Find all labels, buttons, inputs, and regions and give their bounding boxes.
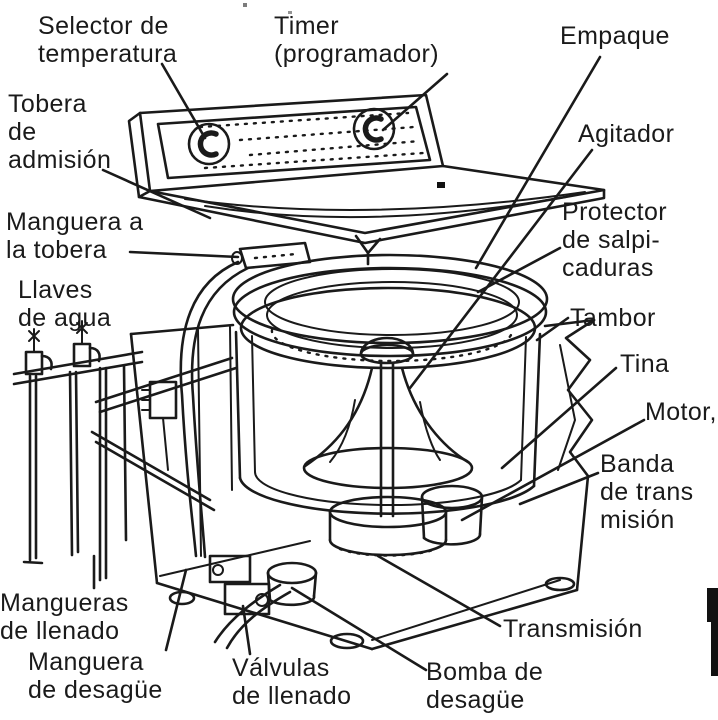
label-tambor: Tambor xyxy=(570,304,656,332)
electrical-box xyxy=(141,380,178,471)
label-valvulas-llenado: Válvulas de llenado xyxy=(232,654,352,710)
leader-manguera-desague xyxy=(164,568,188,652)
label-protector-salpicaduras: Protector de salpi- caduras xyxy=(562,198,668,282)
leader-transmision xyxy=(376,554,502,628)
label-agitador: Agitador xyxy=(578,120,675,148)
leader-banda xyxy=(518,471,600,506)
inlet-nozzle xyxy=(231,241,312,270)
scan-specks xyxy=(243,3,292,14)
label-llaves-agua: Llaves de agua xyxy=(18,276,112,332)
leader-empaque xyxy=(474,55,602,270)
label-empaque: Empaque xyxy=(560,22,670,50)
label-bomba-desague: Bomba de desagüe xyxy=(426,658,544,714)
label-tina: Tina xyxy=(620,350,670,378)
label-motor: Motor, xyxy=(645,398,717,426)
leader-tobera-admision xyxy=(101,168,212,220)
leader-lines xyxy=(92,55,646,672)
leader-tina xyxy=(500,366,618,470)
leader-timer xyxy=(381,72,449,132)
fill-valves xyxy=(208,554,271,616)
label-mangueras-llenado: Mangueras de llenado xyxy=(0,589,129,645)
leader-bomba xyxy=(290,586,428,672)
splash-guard xyxy=(231,241,549,370)
label-timer: Timer (programador) xyxy=(274,12,439,68)
label-tobera-admision: Tobera de admisión xyxy=(8,90,112,174)
feet xyxy=(168,576,576,650)
label-banda-transmision: Banda de trans misión xyxy=(600,450,694,534)
label-selector-temperatura: Selector de temperatura xyxy=(38,12,178,68)
leader-tambor xyxy=(535,316,570,342)
leader-agitador xyxy=(408,148,594,390)
edge-artifact-bar xyxy=(707,588,718,676)
label-transmision: Transmisión xyxy=(503,615,643,643)
motor-cylinder xyxy=(420,484,484,546)
label-manguera-tobera: Manguera a la tobera xyxy=(6,208,144,264)
leader-selector-temperatura xyxy=(160,62,207,140)
fill-hoses xyxy=(22,356,238,582)
lid-top xyxy=(137,164,606,266)
leader-protector xyxy=(476,246,562,294)
transmission-housing xyxy=(328,495,448,557)
leader-motor xyxy=(460,418,646,522)
water-faucets xyxy=(24,320,101,376)
agitator xyxy=(302,336,474,518)
plumbing xyxy=(12,260,318,650)
label-manguera-desague: Manguera de desagüe xyxy=(28,648,163,704)
timer-knob xyxy=(352,107,396,151)
control-panel xyxy=(127,93,445,199)
nozzle-hose xyxy=(179,260,250,559)
tub-and-agitator xyxy=(234,330,542,557)
leader-valvulas xyxy=(241,604,252,656)
leader-manguera-tobera xyxy=(128,250,240,259)
temperature-knob xyxy=(187,122,231,166)
